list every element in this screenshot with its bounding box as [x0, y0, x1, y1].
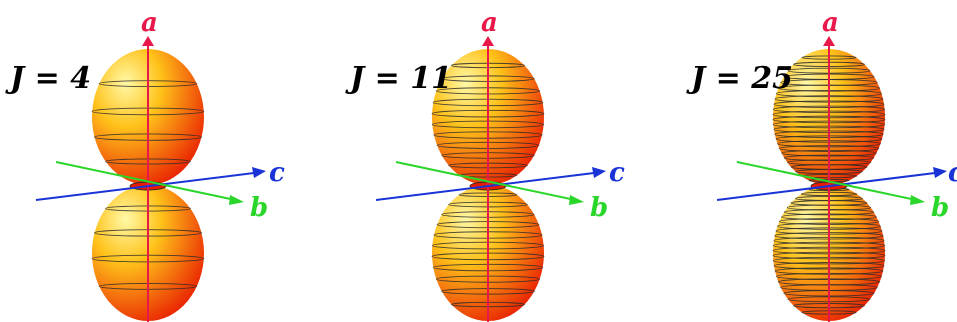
- arrowhead-icon: [569, 195, 584, 205]
- axis-b-label: b: [590, 193, 608, 223]
- panel-label: J = 25: [686, 61, 793, 96]
- panel-j4: J = 4 a c b: [5, 8, 285, 322]
- axis-b-label: b: [250, 193, 268, 223]
- arrowhead-icon: [910, 195, 925, 205]
- axis-a-label: a: [141, 8, 158, 38]
- axis-c-label: c: [269, 158, 285, 188]
- arrowhead-icon: [229, 195, 244, 205]
- arrowhead-icon: [252, 167, 266, 178]
- axis-b-label: b: [931, 193, 949, 223]
- panel-j25: J = 25 a c b: [686, 8, 957, 322]
- panel-label: J = 11: [345, 61, 452, 96]
- panel-j11: J = 11 a c b: [345, 8, 625, 322]
- axis-a-label: a: [822, 8, 839, 38]
- arrowhead-icon: [592, 167, 606, 178]
- axis-c-label: c: [948, 158, 957, 188]
- axis-c-label: c: [609, 158, 625, 188]
- arrowhead-icon: [933, 167, 947, 178]
- axis-a-label: a: [481, 8, 498, 38]
- panel-label: J = 4: [5, 61, 91, 96]
